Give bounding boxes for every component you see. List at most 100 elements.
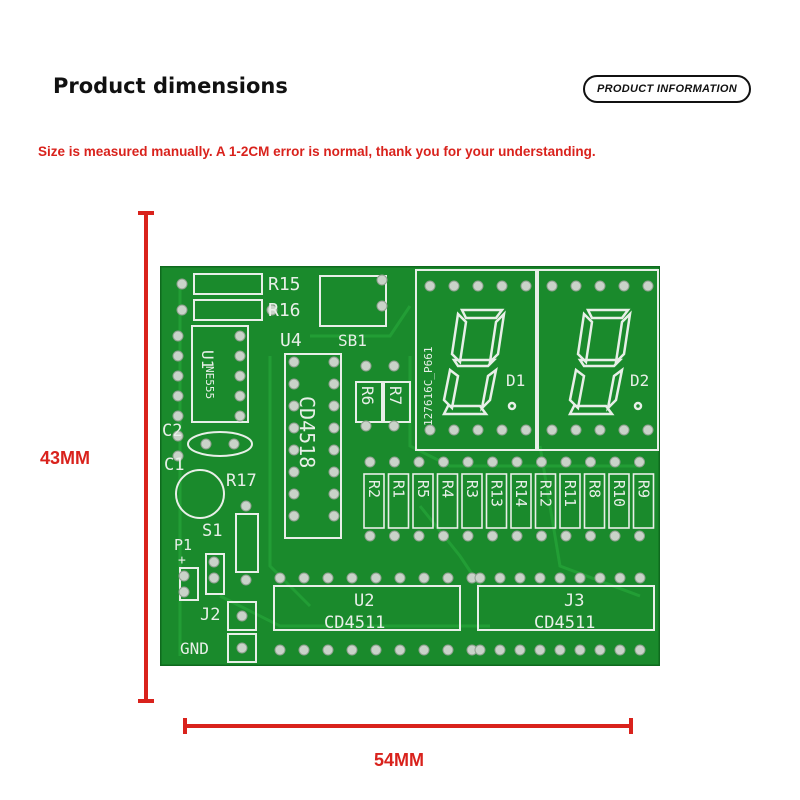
solder-pad [594, 572, 606, 584]
solder-pad [520, 280, 532, 292]
solder-pad [370, 644, 382, 656]
solder-pad [536, 530, 547, 542]
solder-pad [438, 530, 449, 542]
label-u2: U2 [354, 591, 374, 611]
solder-pad [172, 450, 184, 462]
solder-pad [462, 456, 474, 468]
label-r7: R7 [386, 386, 405, 405]
solder-pad [546, 280, 558, 292]
solder-pad [176, 304, 188, 316]
label-cd4511-a: CD4511 [324, 613, 385, 633]
resistor-label: R5 [414, 480, 432, 498]
solder-pad [609, 530, 621, 542]
solder-pad [594, 424, 606, 436]
solder-pad [554, 572, 566, 584]
solder-pad [448, 280, 460, 292]
solder-pad [228, 438, 240, 450]
label-s1: S1 [202, 521, 222, 541]
label-d1: D1 [506, 371, 525, 390]
solder-pad [288, 422, 300, 434]
solder-pad [266, 304, 278, 316]
solder-pad [570, 424, 582, 436]
solder-pad [614, 644, 626, 656]
measurement-note: Size is measured manually. A 1-2CM error… [38, 144, 596, 159]
solder-pad [328, 378, 340, 390]
solder-pad [585, 456, 596, 468]
solder-pad [514, 572, 526, 584]
solder-pad [554, 644, 566, 656]
width-dimension-line [183, 718, 633, 734]
solder-pad [534, 644, 546, 656]
solder-pad [494, 572, 506, 584]
label-ne555: NE555 [203, 366, 216, 399]
solder-pad [487, 530, 498, 542]
solder-pad [474, 572, 486, 584]
solder-pad [394, 572, 406, 584]
resistor-outline [608, 473, 630, 529]
seven-segment-digit-2 [567, 308, 643, 416]
height-label: 43MM [40, 448, 91, 468]
solder-pad [442, 644, 454, 656]
solder-pad [642, 424, 654, 436]
solder-pad [288, 466, 300, 478]
label-p1: P1 [174, 536, 192, 554]
solder-pad [208, 556, 220, 568]
solder-pad [328, 422, 340, 434]
solder-pad [472, 280, 484, 292]
resistor-label: R3 [463, 480, 481, 498]
solder-pad [634, 644, 646, 656]
resistor-outline [363, 473, 385, 529]
solder-pad [418, 644, 430, 656]
resistor-outline [583, 473, 606, 529]
resistor-label: R8 [586, 480, 604, 498]
solder-pad [288, 400, 300, 412]
solder-pad [438, 456, 449, 468]
solder-pad [360, 420, 372, 432]
solder-pad [322, 572, 334, 584]
label-gnd: GND [180, 639, 209, 658]
solder-pad [472, 424, 484, 436]
solder-pad [288, 356, 300, 368]
solder-pad [389, 456, 400, 468]
solder-pad [487, 456, 498, 468]
resistor-label: R11 [561, 480, 579, 507]
resistor-label: R12 [537, 480, 555, 507]
solder-pad [448, 424, 460, 436]
solder-pad [346, 644, 358, 656]
solder-pad [574, 572, 586, 584]
solder-pad [328, 488, 340, 500]
solder-pad [176, 278, 188, 290]
solder-pad [298, 572, 310, 584]
resistor-label: R4 [439, 480, 457, 498]
solder-pad [618, 280, 630, 292]
solder-pad [634, 572, 646, 584]
resistor-label: R10 [610, 480, 628, 507]
label-c1: C1 [164, 455, 184, 475]
solder-pad [234, 350, 246, 362]
solder-pad [618, 424, 630, 436]
page-title: Product dimensions [53, 74, 288, 98]
label-plus: + [178, 553, 186, 568]
solder-pad [234, 330, 246, 342]
solder-pad [376, 300, 388, 312]
solder-pad [322, 644, 334, 656]
resistor-outline [510, 473, 532, 529]
solder-pad [234, 410, 246, 422]
solder-pad [328, 444, 340, 456]
solder-pad [496, 280, 508, 292]
solder-pad [634, 456, 645, 468]
solder-pad [514, 644, 526, 656]
resistor-label: R1 [390, 480, 408, 498]
label-display-part: 127616C_P661 [422, 347, 435, 426]
height-dimension-line [138, 211, 154, 703]
resistor-outline [485, 473, 508, 529]
solder-pad [594, 644, 606, 656]
resistor-label: R9 [635, 480, 653, 498]
solder-pad [574, 644, 586, 656]
solder-pad [560, 530, 572, 542]
solder-pad [274, 572, 286, 584]
label-u4: U4 [280, 330, 302, 351]
solder-pad [494, 644, 506, 656]
solder-pad [346, 572, 358, 584]
solder-pad [236, 642, 248, 654]
